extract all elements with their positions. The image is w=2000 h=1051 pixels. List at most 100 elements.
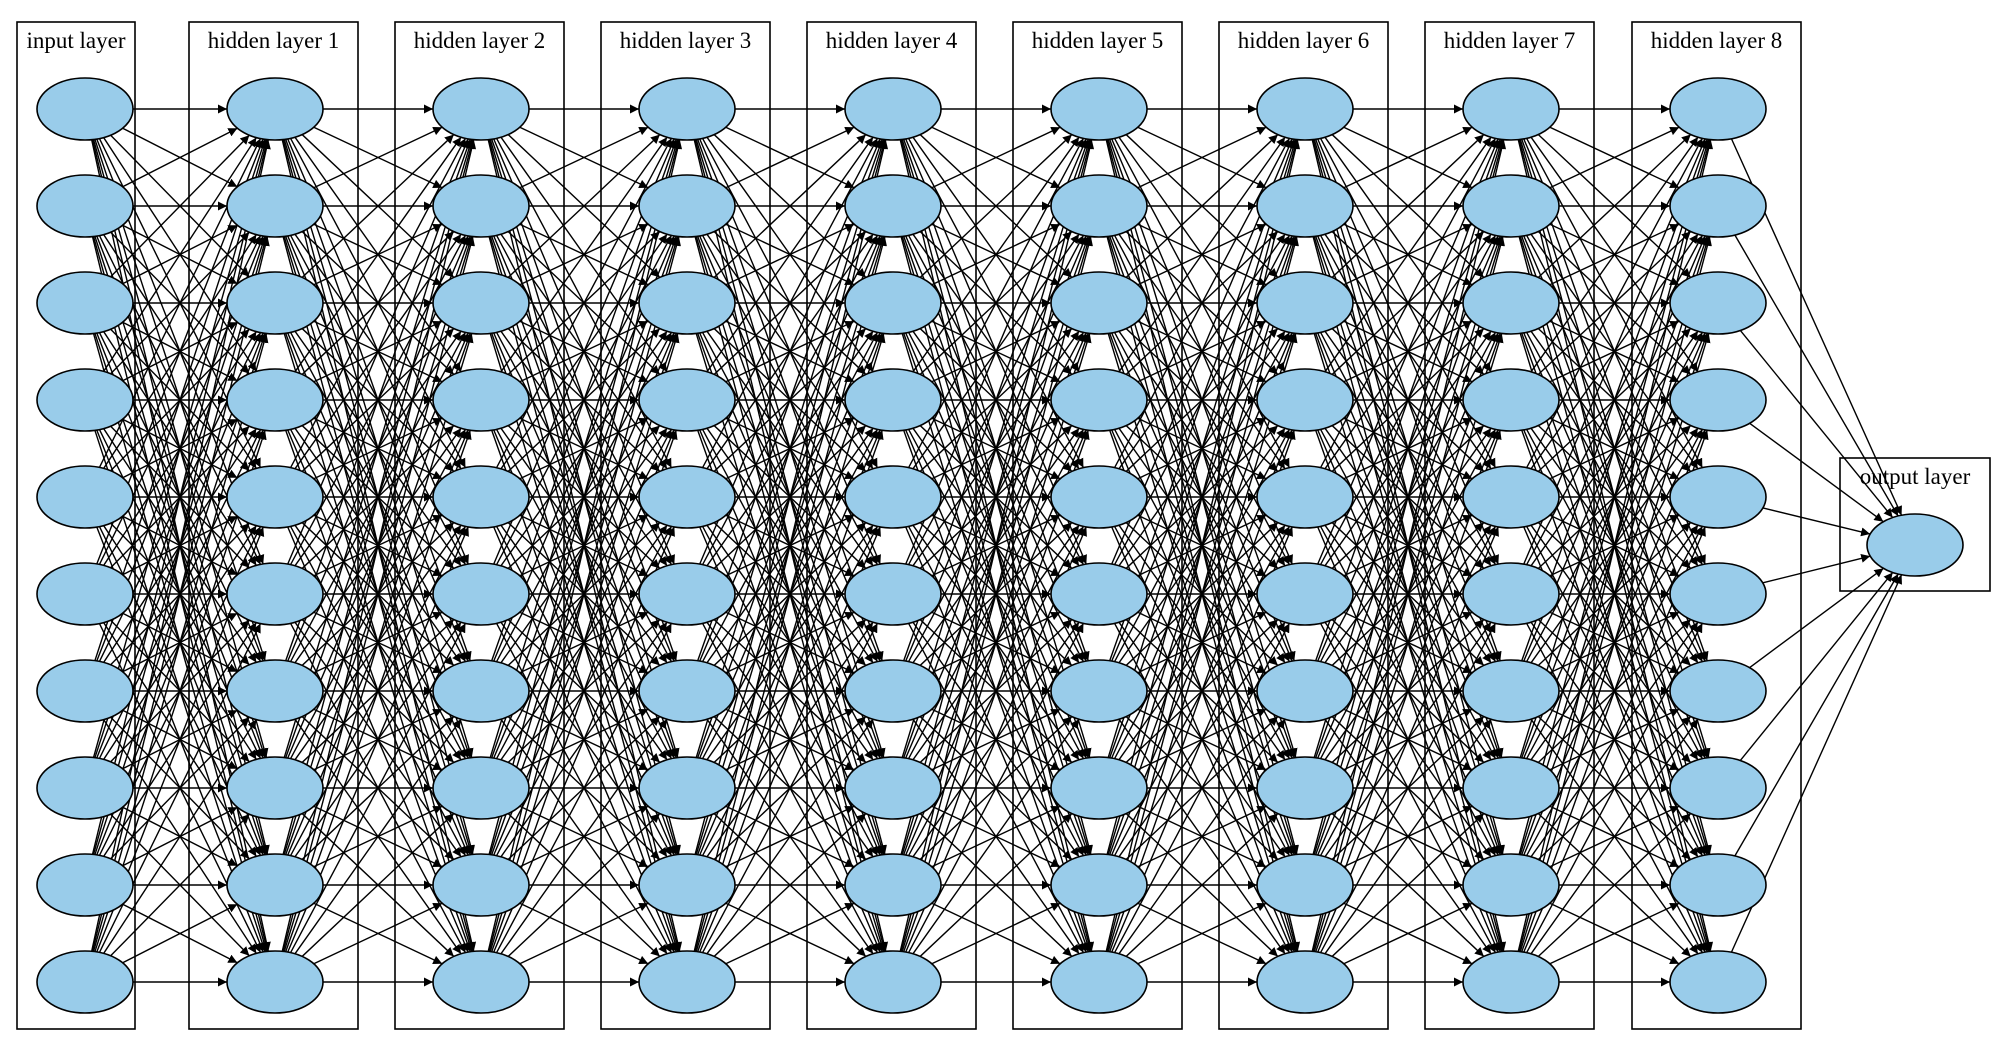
edge-l4-n8-to-n0: [900, 139, 1093, 855]
edge-l3-n9-to-n3: [697, 429, 884, 953]
layer-box-8: [1631, 21, 1802, 1030]
edge-l6-n9-to-n8: [1343, 902, 1473, 965]
edge-l3-n2-to-n0: [713, 134, 867, 278]
neuron-l6-n9: [1256, 950, 1354, 1014]
edge-l5-n8-to-n0: [1106, 139, 1299, 855]
edge-l6-n3-to-n0: [1324, 136, 1492, 373]
neuron-l5-n6: [1050, 659, 1148, 723]
neuron-l7-n1: [1462, 174, 1560, 238]
edge-l7-n9-to-n1: [1518, 236, 1712, 952]
neuron-l7-n6: [1462, 659, 1560, 723]
edge-l7-n2-to-n0: [1537, 134, 1692, 278]
neuron-l6-n1: [1256, 174, 1354, 238]
edge-l7-n9-to-n8: [1549, 902, 1680, 965]
neuron-l8-n7: [1669, 756, 1767, 820]
neuron-l6-n6: [1256, 659, 1354, 723]
edge-l6-n9-to-n1: [1312, 236, 1505, 952]
neuron-l5-n5: [1050, 562, 1148, 626]
neuron-l4-n3: [844, 368, 942, 432]
neuron-l7-n0: [1462, 77, 1560, 141]
neuron-l8-n9: [1669, 950, 1767, 1014]
neuron-l1-n3: [226, 368, 324, 432]
edge-l1-n7-to-n0: [283, 139, 474, 758]
edge-l4-n3-to-n0: [912, 136, 1080, 373]
edge-l3-n9-to-n6: [706, 718, 874, 955]
edge-l1-n9-to-n3: [285, 429, 472, 953]
edge-l0-n8-to-n0: [91, 139, 270, 855]
edge-l0-n9-to-n6: [103, 719, 257, 954]
edge-l7-n4-to-n0: [1526, 137, 1703, 469]
edge-l3-n3-to-n0: [706, 136, 874, 373]
neuron-l0-n8: [36, 853, 134, 917]
edge-l7-n6-to-n0: [1521, 138, 1709, 662]
neuron-l5-n8: [1050, 853, 1148, 917]
edge-l0-n9-to-n3: [94, 430, 267, 952]
neuron-l2-n0: [432, 77, 530, 141]
neuron-l3-n1: [638, 174, 736, 238]
neuron-l5-n7: [1050, 756, 1148, 820]
neuron-l4-n8: [844, 853, 942, 917]
neuron-l5-n4: [1050, 465, 1148, 529]
edge-l3-n9-to-n7: [713, 813, 867, 957]
edge-l1-n9-to-n0: [281, 139, 477, 952]
neuron-l5-n2: [1050, 271, 1148, 335]
neuron-l2-n1: [432, 174, 530, 238]
edge-l2-n2-to-n0: [507, 134, 661, 278]
edge-l3-n9-to-n8: [725, 902, 855, 965]
edge-l3-n7-to-n0: [695, 139, 886, 758]
edge-l1-n9-to-n7: [301, 813, 455, 957]
layer-label-4: hidden layer 4: [826, 28, 958, 53]
neuron-l8-n2: [1669, 271, 1767, 335]
neuron-l4-n7: [844, 756, 942, 820]
edge-l8-n6-to-n0: [1749, 567, 1884, 669]
neuron-l3-n8: [638, 853, 736, 917]
edge-l4-n1-to-n0: [931, 126, 1061, 189]
neuron-l3-n3: [638, 368, 736, 432]
neuron-l8-n6: [1669, 659, 1767, 723]
edge-l8-n4-to-n0: [1762, 507, 1871, 537]
layer-label-7: hidden layer 7: [1444, 28, 1576, 53]
neuron-l6-n2: [1256, 271, 1354, 335]
neuron-l7-n3: [1462, 368, 1560, 432]
edge-l6-n8-to-n0: [1312, 139, 1505, 855]
neuron-l0-n9: [36, 950, 134, 1014]
neuron-l7-n5: [1462, 562, 1560, 626]
edge-l2-n9-to-n8: [519, 902, 649, 965]
neuron-l5-n1: [1050, 174, 1148, 238]
layer-box-3: [600, 21, 771, 1030]
neuron-l8-n1: [1669, 174, 1767, 238]
edge-l3-n9-to-n2: [695, 333, 886, 952]
edge-l1-n8-to-n0: [282, 139, 475, 855]
edge-l1-n2-to-n0: [301, 134, 455, 278]
edge-l5-n2-to-n0: [1125, 134, 1279, 278]
edge-l0-n6-to-n0: [94, 139, 267, 661]
edge-l0-n9-to-n2: [92, 333, 269, 952]
neuron-l1-n5: [226, 562, 324, 626]
edge-l8-n8-to-n0: [1734, 573, 1899, 857]
neuron-l4-n4: [844, 465, 942, 529]
layer-box-0: [16, 21, 136, 1030]
layer-label-8: hidden layer 8: [1651, 28, 1783, 53]
neuron-l3-n2: [638, 271, 736, 335]
neuron-l8-n8: [1669, 853, 1767, 917]
edge-l2-n9-to-n3: [491, 429, 678, 953]
edge-l2-n1-to-n0: [519, 126, 649, 189]
edge-l2-n9-to-n0: [487, 139, 683, 952]
edge-l5-n9-to-n2: [1107, 333, 1298, 952]
edge-l7-n9-to-n3: [1521, 429, 1709, 953]
edge-l1-n9-to-n2: [283, 333, 474, 952]
edge-l4-n9-to-n6: [912, 718, 1080, 955]
edge-l7-n9-to-n6: [1530, 718, 1699, 955]
neuron-l5-n3: [1050, 368, 1148, 432]
edge-l8-n7-to-n0: [1739, 572, 1894, 761]
neuron-l0-n6: [36, 659, 134, 723]
edge-l1-n3-to-n0: [294, 136, 462, 373]
neuron-l5-n9: [1050, 950, 1148, 1014]
neuron-l6-n8: [1256, 853, 1354, 917]
edge-l3-n9-to-n1: [694, 236, 887, 952]
edge-l0-n3-to-n0: [103, 137, 257, 372]
neuron-l5-n0: [1050, 77, 1148, 141]
neuron-l0-n2: [36, 271, 134, 335]
edge-l4-n9-to-n0: [899, 139, 1095, 952]
edge-l2-n9-to-n1: [488, 236, 681, 952]
